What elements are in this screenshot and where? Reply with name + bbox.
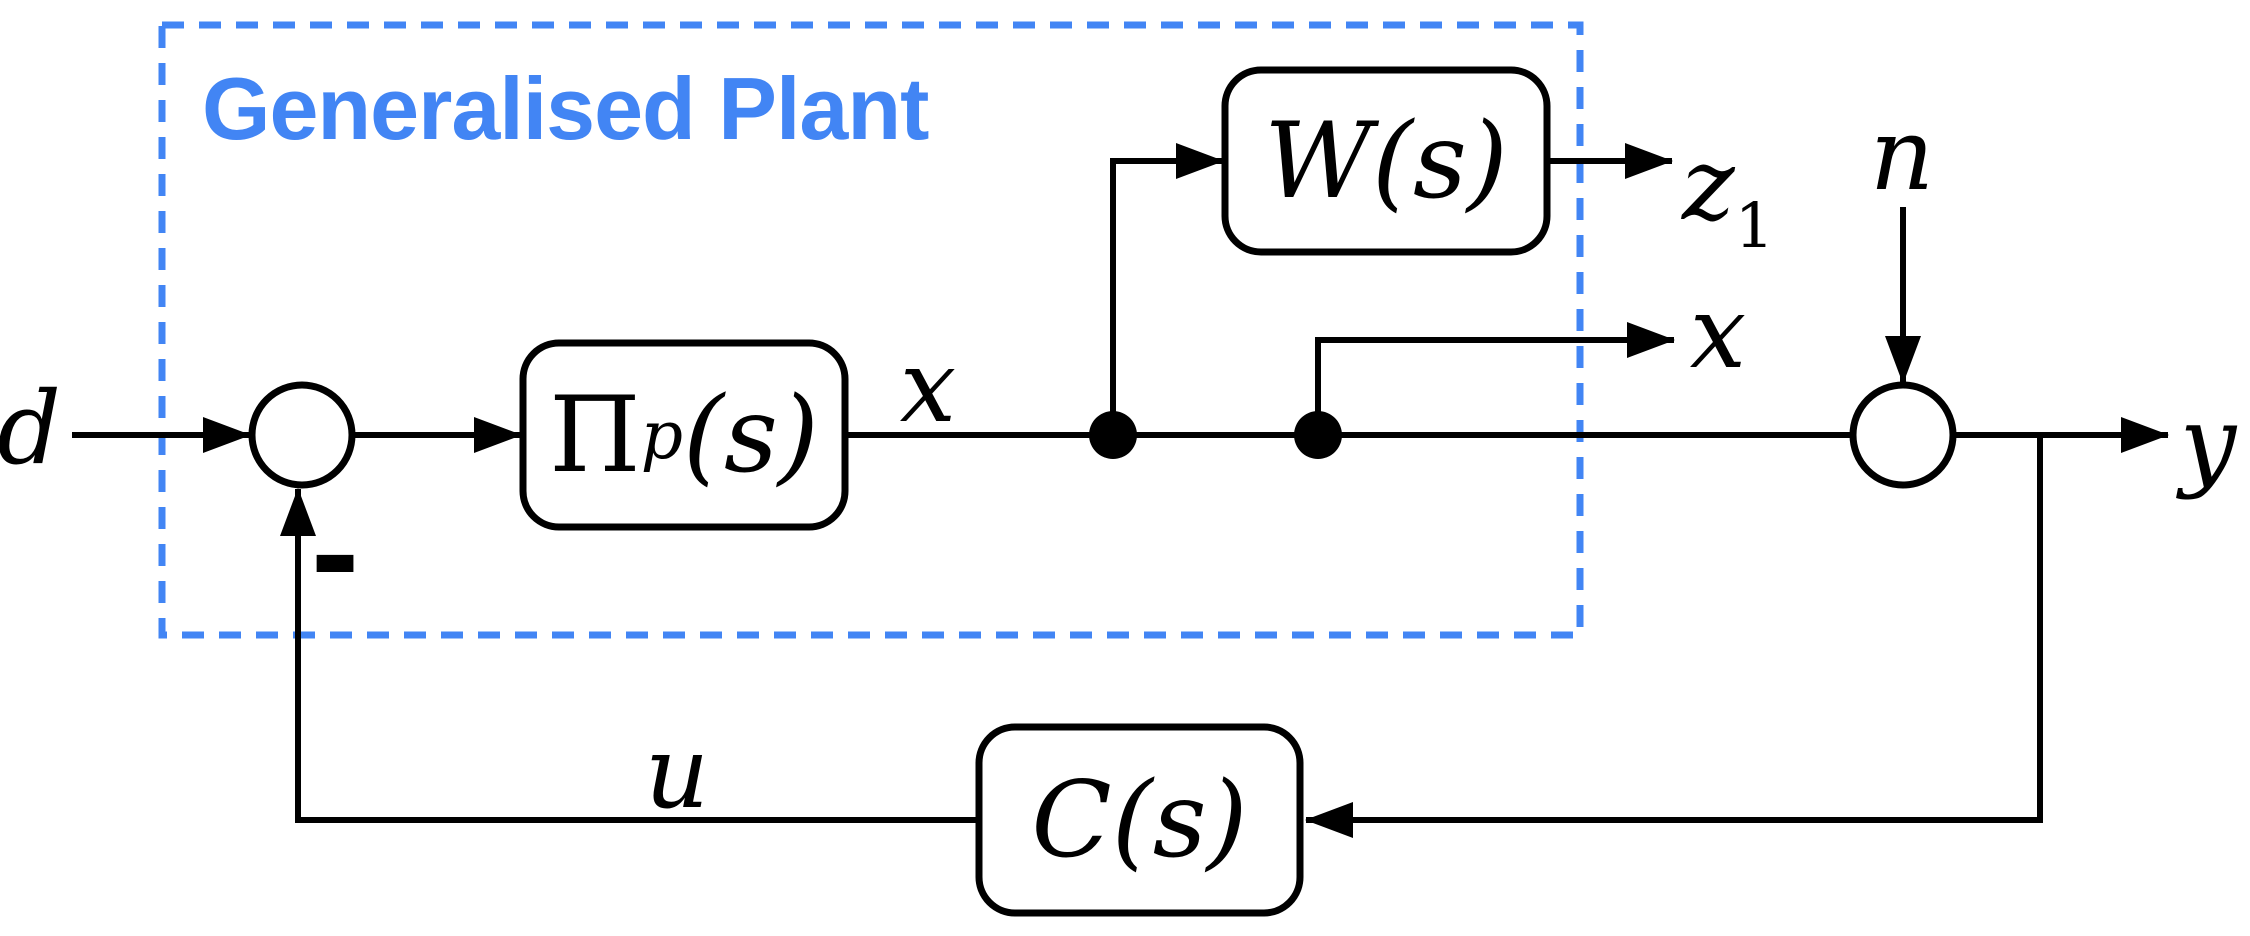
label-state-x-output: x (1689, 274, 1747, 391)
branch-dot-1 (1089, 411, 1137, 459)
sum1-minus-sign: - (310, 488, 360, 627)
weight-block-label: W(s) (1225, 70, 1547, 252)
z1-base: z (1682, 126, 1735, 243)
label-disturbance-d: d (0, 370, 61, 487)
label-performance-z1: z1 (1682, 130, 1842, 260)
sum-junction-right (1849, 381, 1957, 489)
label-state-x-after-plant: x (899, 328, 957, 445)
label-control-u: u (644, 714, 710, 831)
wire-branch2-to-x-output (1315, 322, 1675, 435)
wire-controller-to-sum1 (280, 488, 979, 823)
sum-junction-left (248, 381, 356, 489)
controller-block-label: C(s) (979, 727, 1300, 913)
plant-symbol: Π (549, 374, 641, 496)
generalised-plant-title: Generalised Plant (202, 59, 929, 158)
controller-label-text: C(s) (1031, 759, 1248, 881)
weight-label-text: W(s) (1264, 100, 1508, 222)
z1-subscript: 1 (1734, 189, 1775, 262)
block-controller (975, 723, 1304, 917)
label-output-y: y (2179, 384, 2237, 501)
block-weight (1221, 66, 1551, 256)
generalised-plant-boundary (158, 21, 1584, 639)
wire-branch1-to-weight (1110, 143, 1224, 435)
wire-y-to-controller (1305, 435, 2043, 838)
block-plant (519, 339, 849, 531)
branch-dot-2 (1294, 411, 1342, 459)
plant-argument: (s) (683, 374, 819, 496)
label-noise-n: n (1869, 96, 1935, 213)
plant-subscript: p (640, 396, 683, 474)
